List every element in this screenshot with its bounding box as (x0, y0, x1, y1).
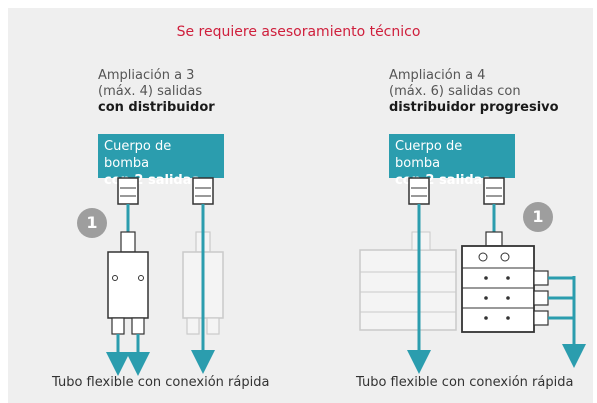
right-progressive-distributor (461, 231, 586, 368)
right-caption: Ampliación a 4 (máx. 6) salidas con dist… (389, 68, 559, 116)
left-step-badge: 1 (77, 208, 107, 238)
technical-advice-notice: Se requiere asesoramiento técnico (176, 24, 421, 40)
right-pump-line1: Cuerpo de bomba (395, 139, 463, 171)
right-step-badge: 1 (523, 202, 553, 232)
left-fitting-1 (117, 177, 139, 232)
left-caption-line1: Ampliación a 3 (98, 68, 195, 83)
left-pump-body-box: Cuerpo de bomba con 2 salidas (98, 134, 224, 188)
left-caption-line2: (máx. 4) salidas (98, 84, 203, 99)
right-fitting-2 (483, 177, 505, 232)
left-caption-bold: con distribuidor (98, 100, 215, 115)
left-fitting-2 (192, 177, 214, 205)
right-caption-bold: distribuidor progresivo (389, 100, 559, 115)
left-distributor (106, 231, 150, 376)
right-fitting-1 (408, 177, 430, 205)
left-pump-line1: Cuerpo de bomba (104, 139, 172, 171)
right-ghost-distributor (359, 231, 457, 331)
right-caption-line1: Ampliación a 4 (389, 68, 486, 83)
right-hose-label: Tubo flexible con conexión rápida (356, 375, 574, 390)
right-caption-line2: (máx. 6) salidas con (389, 84, 521, 99)
left-caption: Ampliación a 3 (máx. 4) salidas con dist… (98, 68, 215, 116)
left-hose-label: Tubo flexible con conexión rápida (52, 375, 270, 390)
